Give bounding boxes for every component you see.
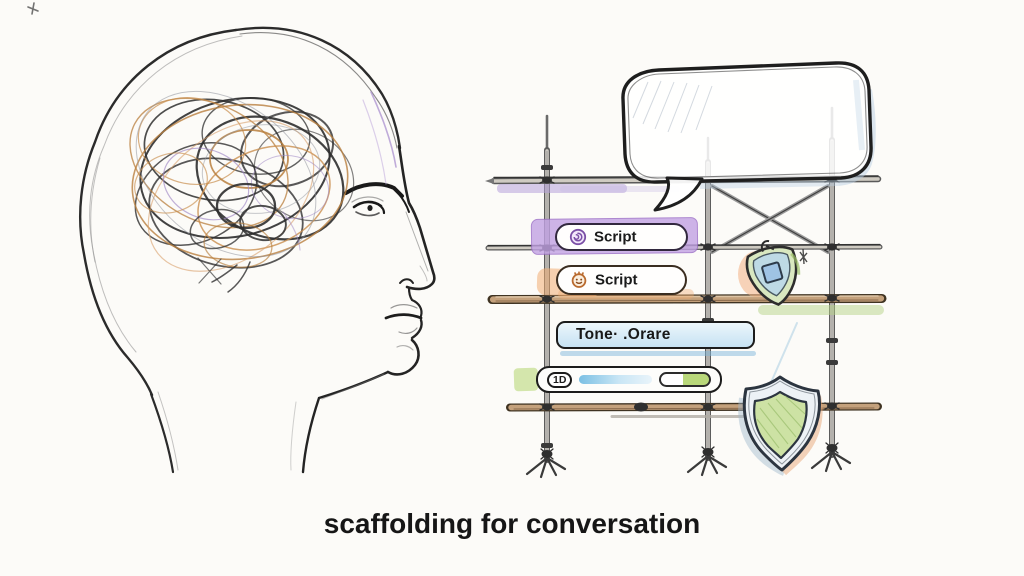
blue-highlight-smear [560,351,756,356]
badge-shield-icon [738,240,808,306]
progress-end-pill [659,372,711,387]
tone-bar: Tone· .Orare [556,321,755,349]
head-profile-sketch [79,26,436,474]
script-chip-primary-label: Script [594,228,637,245]
cross-brace [710,184,830,254]
stray-mark [27,2,39,15]
bubble-hatching [632,80,713,134]
scaffold-bar-4 [506,402,882,418]
tone-bar-label: Tone· .Orare [576,326,671,343]
progress-bar: 1D [536,366,722,393]
sun-face-icon [570,271,588,289]
shield-hatching [756,395,806,449]
script-chip-secondary: Script [556,265,687,295]
script-chip-secondary-label: Script [595,271,638,288]
sparkle-icon [799,248,808,265]
green-highlight-smear [513,367,539,392]
progress-id-badge: 1D [547,371,573,388]
tangled-thoughts-scribble [129,90,355,293]
speech-bubble [621,61,876,212]
spiral-icon [569,228,587,246]
caption: scaffolding for conversation [323,508,701,539]
protection-shield-icon [738,375,823,476]
scaffold-bar-3 [487,294,887,315]
script-chip-primary: Script [555,223,688,251]
progress-track [579,375,652,384]
